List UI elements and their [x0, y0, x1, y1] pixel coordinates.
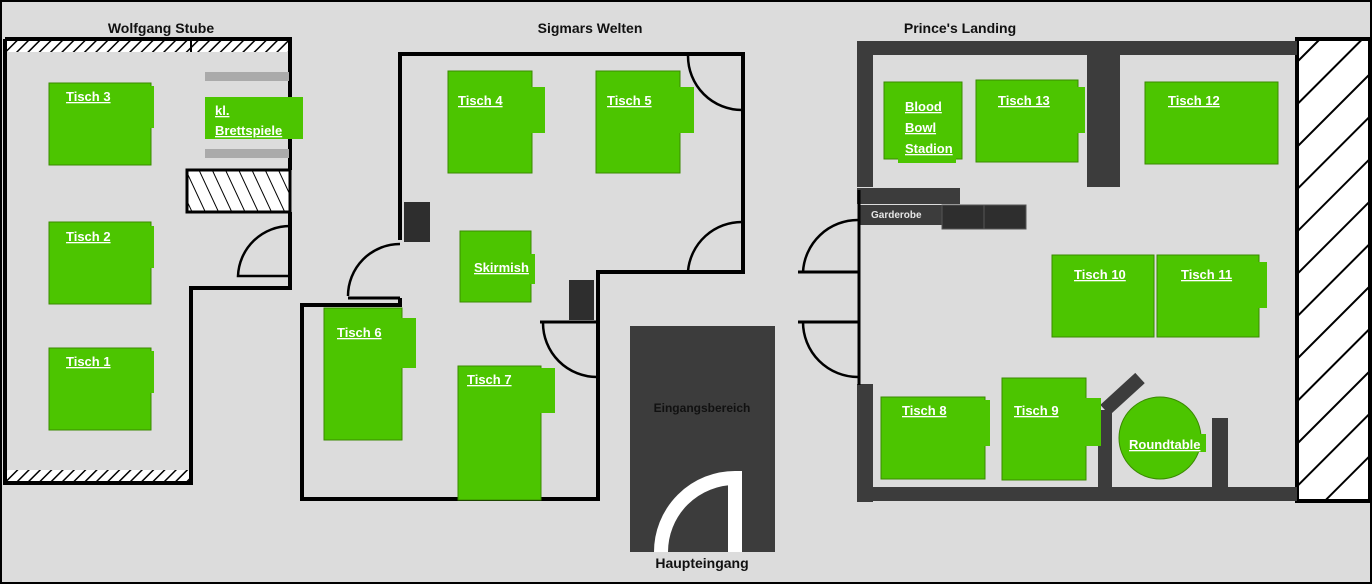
table-label-tisch-12[interactable]: Tisch 12: [1168, 93, 1220, 108]
table-label-tisch-8[interactable]: Tisch 8: [902, 403, 947, 418]
table-tisch-12[interactable]: [1144, 81, 1279, 165]
entrance-area: [630, 326, 775, 553]
wall-sigmar: [300, 52, 745, 501]
room-title-wolfgang: Wolfgang Stube: [108, 20, 214, 36]
table-tab: [530, 87, 545, 133]
table-tisch-13[interactable]: [975, 79, 1079, 163]
table-tab: [529, 254, 535, 284]
labels: Wolfgang Stube Sigmars Welten Prince's L…: [66, 20, 1232, 571]
table-tisch-2[interactable]: [48, 221, 152, 305]
table-tab: [983, 400, 990, 446]
table-tisch-4[interactable]: [447, 70, 533, 174]
door[interactable]: [801, 321, 859, 379]
table-label-tisch-13[interactable]: Tisch 13: [998, 93, 1050, 108]
door[interactable]: [236, 224, 292, 278]
table-tisch-6[interactable]: [323, 307, 403, 441]
pillar: [569, 280, 594, 320]
table-label-tisch-9[interactable]: Tisch 9: [1014, 403, 1059, 418]
tables: [48, 70, 1279, 501]
wall-prince: [1098, 410, 1112, 500]
pillar: [404, 202, 430, 242]
table-label-tisch-1[interactable]: Tisch 1: [66, 354, 111, 369]
table-label-tisch-3[interactable]: Tisch 3: [66, 89, 111, 104]
table-tisch-11[interactable]: [1156, 254, 1260, 338]
table-label-brettspiele-2[interactable]: Brettspiele: [215, 123, 282, 138]
door[interactable]: [686, 220, 743, 272]
room-title-prince: Prince's Landing: [904, 20, 1016, 36]
table-tab: [539, 368, 555, 413]
table-tisch-10[interactable]: [1051, 254, 1155, 338]
wall-prince: [1212, 418, 1228, 500]
table-tisch-7[interactable]: [457, 365, 542, 501]
door[interactable]: [541, 322, 598, 379]
table-label-tisch-6[interactable]: Tisch 6: [337, 325, 382, 340]
wall-prince: [857, 487, 1297, 501]
table-label-tisch-2[interactable]: Tisch 2: [66, 229, 111, 244]
main-door-swing[interactable]: [654, 470, 742, 553]
table-label-bloodbowl-2[interactable]: Bowl: [905, 120, 936, 135]
stairs: [185, 168, 292, 214]
entrance-block: [630, 326, 775, 552]
table-label-bloodbowl-3[interactable]: Stadion: [905, 141, 953, 156]
table-tab: [1257, 262, 1267, 308]
window-hatch: [5, 39, 191, 52]
shelf: [205, 72, 289, 81]
table-kl-brettspiele[interactable]: [205, 97, 303, 139]
table-tab: [678, 87, 694, 133]
table-label-bloodbowl-1[interactable]: Blood: [905, 99, 942, 114]
wall-prince: [1087, 41, 1103, 187]
table-tisch-8[interactable]: [880, 396, 986, 480]
table-label-tisch-4[interactable]: Tisch 4: [458, 93, 503, 108]
window-hatch: [191, 39, 290, 52]
table-label-tisch-7[interactable]: Tisch 7: [467, 372, 512, 387]
room-princes-landing: [798, 37, 1372, 503]
door[interactable]: [686, 55, 743, 112]
table-label-tisch-11[interactable]: Tisch 11: [1181, 267, 1232, 282]
room-sigmars-welten: [300, 52, 745, 501]
entrance-area-label: Eingangsbereich: [654, 401, 751, 415]
window-hatch: [1295, 37, 1372, 503]
garderobe-rack: [941, 204, 985, 230]
table-tab: [1076, 87, 1085, 133]
table-blood-bowl-stadion[interactable]: [883, 81, 963, 160]
door[interactable]: [346, 242, 401, 297]
door[interactable]: [801, 218, 859, 273]
garderobe-block: [857, 188, 960, 204]
main-entrance-label: Haupteingang: [655, 555, 748, 571]
room-title-sigmar: Sigmars Welten: [538, 20, 643, 36]
table-tab: [148, 86, 154, 128]
table-tab: [898, 155, 956, 163]
table-tab: [1196, 434, 1206, 452]
wall-prince: [1103, 41, 1120, 187]
room-wolfgang-stube: [3, 37, 292, 485]
table-tisch-5[interactable]: [595, 70, 681, 174]
table-label-skirmish[interactable]: Skirmish: [474, 260, 529, 275]
table-tisch-1[interactable]: [48, 347, 152, 431]
wall-prince: [1100, 372, 1145, 416]
garderobe-block: [860, 205, 942, 225]
table-tisch-9[interactable]: [1001, 377, 1087, 481]
window-hatch: [5, 470, 191, 483]
wall-prince: [857, 41, 1297, 55]
table-label-tisch-5[interactable]: Tisch 5: [607, 93, 652, 108]
table-tisch-3[interactable]: [48, 82, 152, 166]
table-tab: [1084, 398, 1101, 446]
table-label-tisch-10[interactable]: Tisch 10: [1074, 267, 1126, 282]
table-tab: [148, 351, 154, 393]
table-label-roundtable[interactable]: Roundtable: [1129, 437, 1201, 452]
garderobe-rack: [983, 204, 1027, 230]
table-tab: [400, 318, 416, 368]
wall-prince: [857, 41, 873, 187]
garderobe-label: Garderobe: [871, 210, 922, 221]
table-tab: [148, 226, 154, 268]
table-label-brettspiele-1[interactable]: kl.: [215, 103, 229, 118]
shelf: [205, 149, 289, 158]
table-skirmish[interactable]: [459, 230, 532, 303]
wall-prince: [857, 384, 873, 502]
